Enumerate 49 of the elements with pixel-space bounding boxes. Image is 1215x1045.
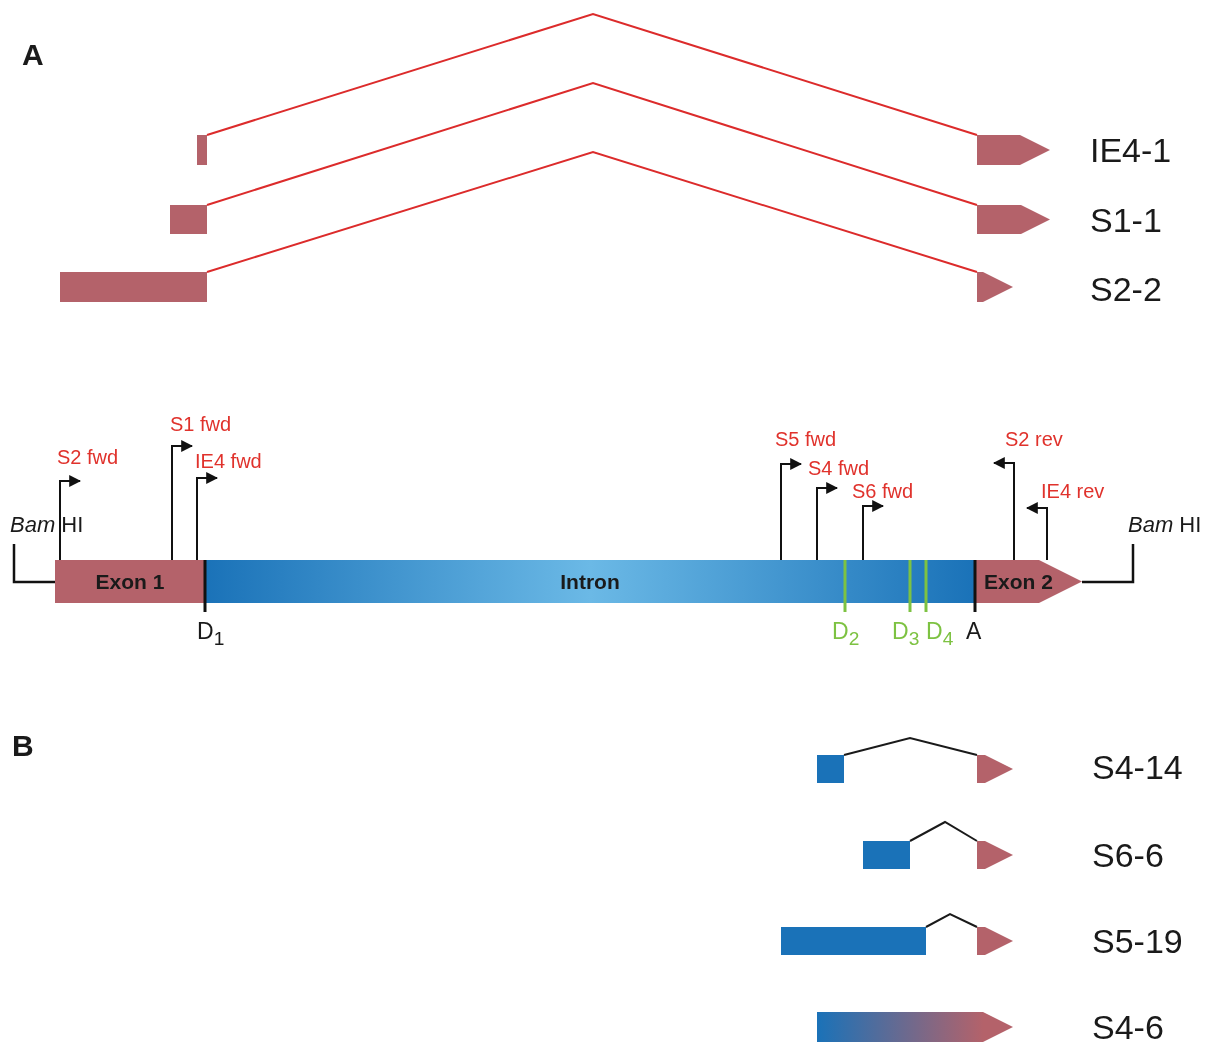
splice-site-label: D$_{4}$	[926, 620, 954, 648]
splice-line	[843, 736, 978, 756]
splice-line	[206, 81, 978, 206]
primer-label: IE4 fwd	[195, 451, 262, 471]
primer-label: S5 fwd	[775, 429, 837, 449]
primer-label: IE4 rev	[1041, 481, 1105, 501]
splice-site-label: D$_{3}$	[892, 620, 920, 648]
primer-label: S2 fwd	[57, 447, 119, 467]
primer-label: S1 fwd	[170, 414, 232, 434]
transcript-name: S5-19	[1092, 924, 1183, 958]
restriction-site-label: Bam HI	[10, 514, 84, 536]
transcript-name: S6-6	[1092, 838, 1164, 872]
primer-label: S6 fwd	[852, 481, 914, 501]
exon-block	[977, 755, 1013, 783]
splice-site-label: D$_{2}$	[832, 620, 860, 648]
transcript-name: S2-2	[1090, 272, 1162, 306]
exon-block	[170, 205, 207, 234]
splice-line	[925, 912, 978, 928]
primer-label: S2 rev	[1005, 429, 1063, 449]
transcript-name: S4-6	[1092, 1010, 1164, 1044]
transcript-name: S1-1	[1090, 203, 1162, 237]
exon-block	[977, 205, 1050, 234]
exon-block	[60, 272, 207, 302]
transcript-name: S4-14	[1092, 750, 1183, 784]
exon-bar	[975, 560, 1082, 603]
panel-letter: A	[22, 40, 44, 70]
restriction-site-label: Bam HI	[1128, 514, 1202, 536]
splice-line	[206, 12, 978, 136]
transcript-name: IE4-1	[1090, 133, 1172, 167]
exon-block	[977, 272, 1013, 302]
splice-line	[909, 820, 978, 842]
exon-bar	[55, 560, 205, 603]
intron-block	[781, 927, 926, 955]
exon-label: Exon 2	[984, 571, 1053, 592]
exon-block	[977, 841, 1013, 869]
exon-block	[197, 135, 207, 165]
splice-site-label: A	[966, 620, 982, 643]
splice-line	[206, 150, 978, 273]
intron-bar	[205, 560, 975, 603]
exon-block	[977, 927, 1013, 955]
exon-label: Exon 1	[95, 571, 165, 592]
retained-intron-block	[817, 1012, 1013, 1042]
intron-block	[863, 841, 910, 869]
intron-block	[817, 755, 844, 783]
exon-block	[977, 135, 1050, 165]
panel-letter: B	[12, 731, 34, 761]
primer-label: S4 fwd	[808, 458, 870, 478]
splice-site-label: D$_{1}$	[197, 620, 225, 648]
exon-label: Intron	[560, 571, 620, 592]
